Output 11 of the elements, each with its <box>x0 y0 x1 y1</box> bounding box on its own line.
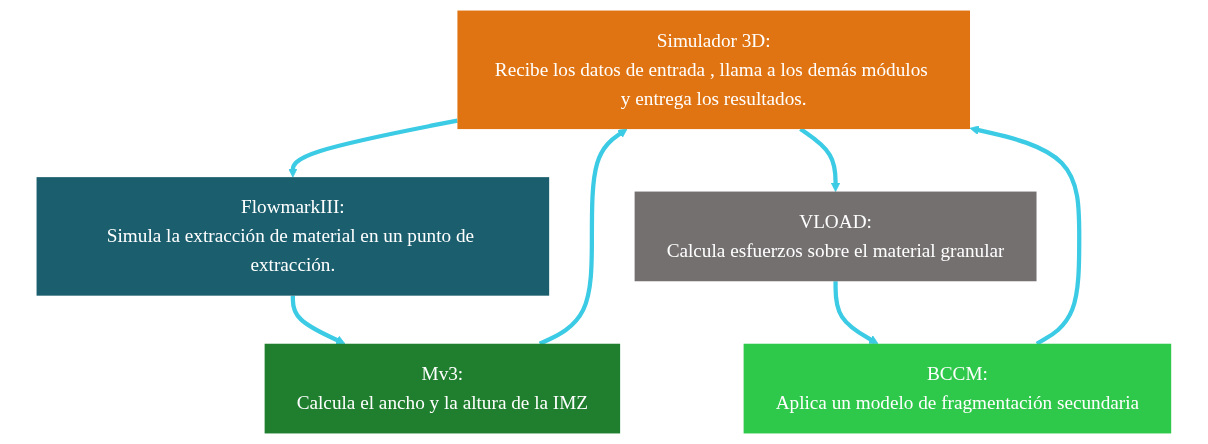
arrow <box>290 295 346 345</box>
arrow <box>969 125 1082 346</box>
node-box: FlowmarkIII: Simula la extracción de material en un punto de extracción. <box>36 177 550 296</box>
node-box: Simulador 3D: Recibe los datos de entrada , llama a los demás módulos y entrega los resultados. <box>457 10 971 130</box>
arrow <box>833 281 879 345</box>
arrow <box>799 127 841 192</box>
arrow <box>288 118 458 178</box>
node-box: BCCM: Aplica un modelo de fragmentación secundaria <box>743 343 1172 434</box>
node-box: Mv3: Calcula el ancho y la altura de la IMZ <box>264 343 621 434</box>
node-box: VLOAD: Calcula esfuerzos sobre el material granular <box>634 191 1037 282</box>
arrow <box>538 128 628 346</box>
